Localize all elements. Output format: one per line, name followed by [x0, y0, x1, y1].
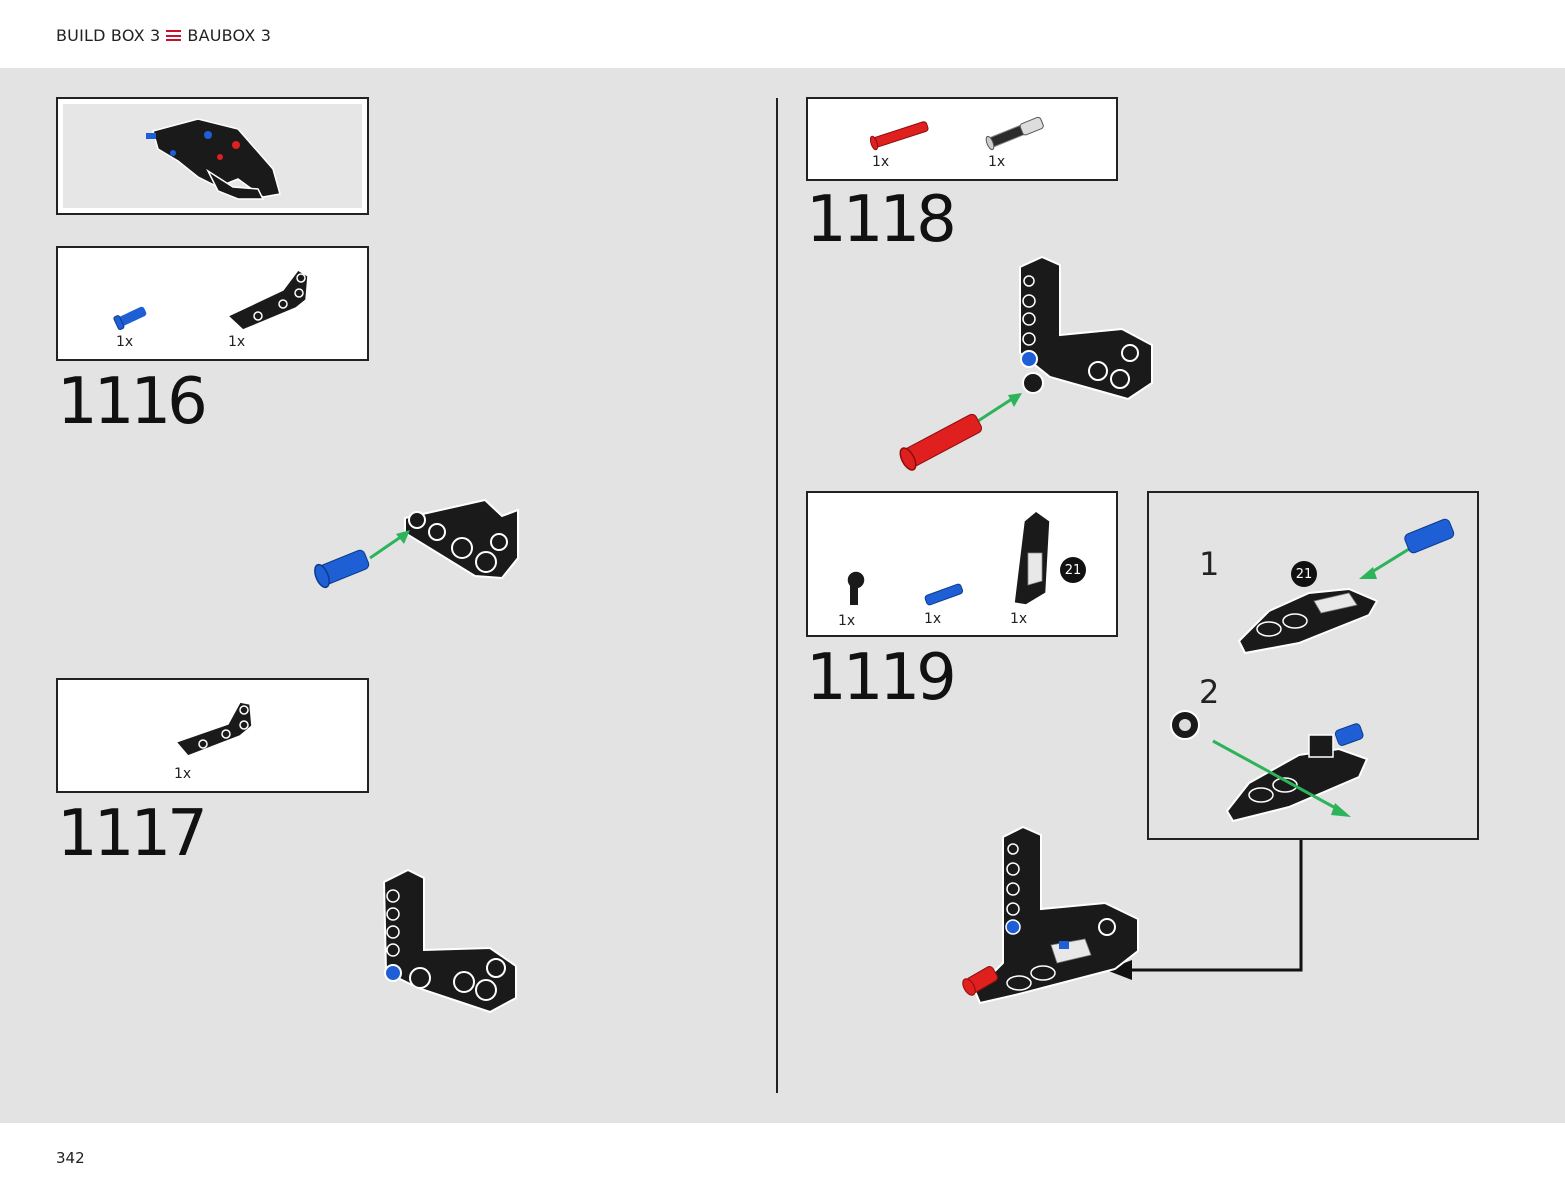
step-number-1116: 1116 — [57, 365, 208, 439]
step-1118-illustration — [899, 255, 1153, 471]
step-1119-illustration — [962, 825, 1139, 1005]
black-panel-icon — [1013, 510, 1051, 606]
part-qty: 1x — [1010, 611, 1028, 627]
page-footer: 342 — [0, 1123, 1565, 1191]
parts-box-1117: 1x — [56, 678, 369, 793]
header-title-en: BUILD BOX 3 — [56, 26, 161, 45]
header-title-de: BAUBOX 3 — [187, 26, 272, 45]
substep-illustrations — [1170, 518, 1455, 823]
substep-callout-box: 1 2 21 — [1147, 491, 1479, 840]
part-qty: 1x — [838, 613, 856, 629]
parts-box-1118: 1x 1x — [806, 97, 1118, 181]
red-axle-pin-icon — [869, 121, 929, 151]
substep-number: 2 — [1199, 673, 1220, 711]
substep-number: 1 — [1199, 545, 1220, 583]
gray-axle-pin-icon — [985, 116, 1044, 151]
part-qty: 1x — [924, 611, 942, 627]
page-number: 342 — [56, 1149, 85, 1167]
part-qty: 1x — [116, 334, 134, 350]
callout-connector-arrow — [1106, 840, 1303, 980]
part-qty: 1x — [174, 766, 192, 782]
column-divider — [776, 98, 778, 1093]
header-title: BUILD BOX 3 BAUBOX 3 — [56, 26, 271, 45]
step-number-1117: 1117 — [57, 797, 208, 871]
black-axle-connector-icon — [846, 570, 866, 605]
step-1117-illustration — [382, 868, 517, 1014]
submodel-callout-badge: 21 — [1291, 561, 1317, 587]
page-header: BUILD BOX 3 BAUBOX 3 — [0, 0, 1565, 68]
step-number-1119: 1119 — [806, 641, 957, 715]
parts-box-1116: 1x 1x — [56, 246, 369, 361]
step-number-1118: 1118 — [806, 183, 957, 257]
step-1116-illustration — [314, 498, 519, 589]
part-qty: 1x — [872, 154, 890, 170]
blue-pin-icon — [924, 583, 964, 606]
black-angled-beam-icon — [226, 269, 309, 331]
instruction-area: 1x 1x 1116 1x 1117 — [0, 68, 1565, 1123]
submodel-callout-badge: 21 — [1060, 557, 1086, 583]
blue-pin-icon — [113, 306, 147, 331]
part-qty: 1x — [228, 334, 246, 350]
black-angled-beam-icon — [174, 701, 253, 757]
parts-box-1119: 21 1x 1x 1x — [806, 491, 1118, 637]
submodel-preview-box — [56, 97, 369, 215]
part-qty: 1x — [988, 154, 1006, 170]
submodel-assembly-icon — [146, 118, 281, 200]
menu-lines-icon — [166, 30, 182, 41]
